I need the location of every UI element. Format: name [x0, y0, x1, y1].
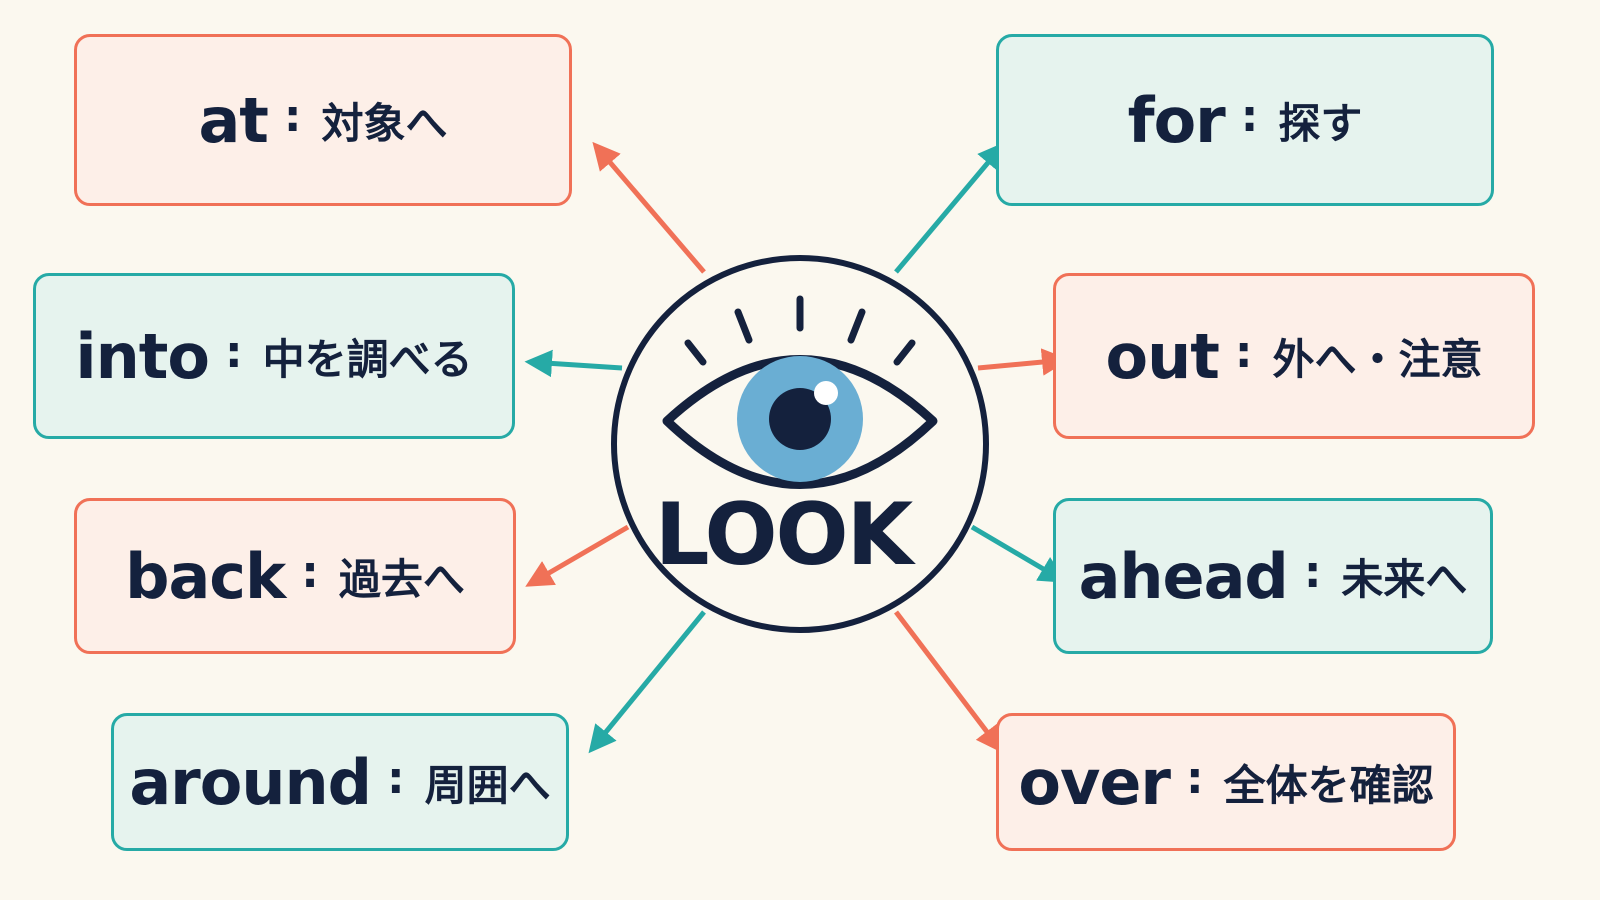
card-word: around	[129, 745, 372, 819]
card-around: around : 周囲へ	[111, 713, 569, 851]
card-word: over	[1018, 745, 1171, 819]
card-over: over : 全体を確認	[996, 713, 1456, 851]
card-separator: :	[301, 546, 319, 598]
card-separator: :	[283, 90, 302, 142]
arrow-back	[525, 524, 630, 587]
card-meaning: 中を調べる	[262, 334, 473, 384]
card-meaning: 未来へ	[1341, 554, 1468, 604]
card-out: out : 外へ・注意	[1053, 273, 1535, 439]
card-meaning: 過去へ	[338, 554, 465, 604]
eye-icon	[662, 295, 938, 489]
arrow-around	[588, 610, 706, 754]
card-meaning: 対象へ	[321, 98, 448, 148]
card-separator: :	[1186, 752, 1204, 804]
center-label: LOOK	[654, 485, 914, 585]
card-separator: :	[225, 326, 243, 378]
card-word: at	[198, 83, 268, 157]
card-separator: :	[1234, 326, 1253, 378]
arrow-into	[524, 349, 623, 378]
card-separator: :	[1303, 546, 1322, 598]
arrow-for	[894, 141, 1006, 274]
arrow-ahead	[970, 524, 1067, 583]
card-word: ahead	[1078, 539, 1289, 613]
card-ahead: ahead : 未来へ	[1053, 498, 1493, 654]
card-meaning: 周囲へ	[424, 760, 551, 810]
card-word: back	[125, 539, 286, 613]
arrow-at	[592, 141, 706, 274]
card-word: for	[1127, 83, 1226, 157]
card-word: out	[1105, 319, 1220, 393]
card-into: into : 中を調べる	[33, 273, 515, 439]
card-for: for : 探す	[996, 34, 1494, 206]
card-separator: :	[1240, 90, 1259, 142]
card-separator: :	[387, 752, 405, 804]
card-word: into	[75, 319, 210, 393]
arrow-out	[977, 348, 1070, 376]
arrow-over	[894, 610, 1004, 754]
card-back: back : 過去へ	[74, 498, 516, 654]
card-at: at : 対象へ	[74, 34, 572, 206]
card-meaning: 全体を確認	[1223, 760, 1434, 810]
card-meaning: 探す	[1278, 98, 1363, 148]
card-meaning: 外へ・注意	[1272, 334, 1483, 384]
